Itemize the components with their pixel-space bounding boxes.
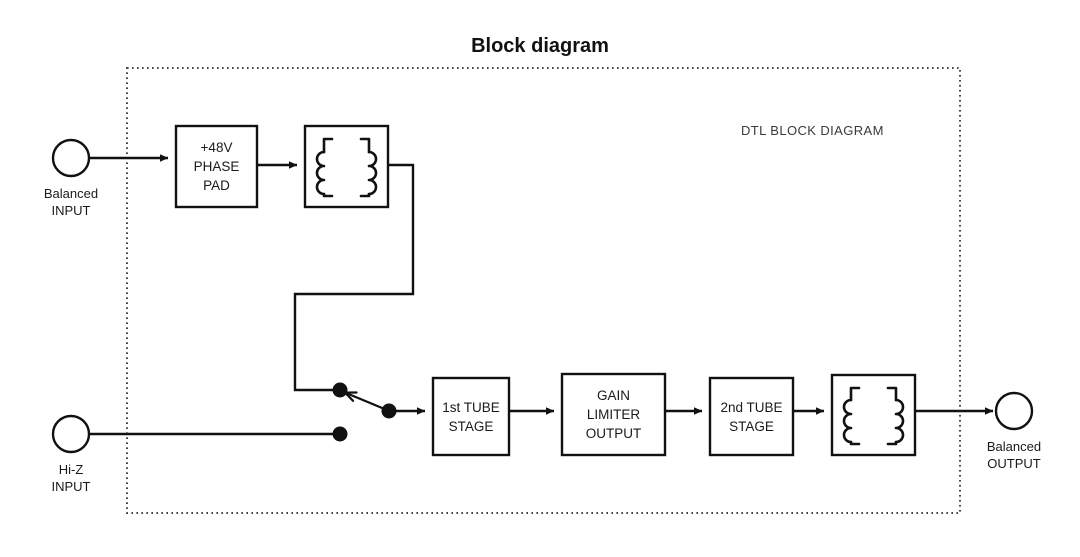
tube-stage-1-box[interactable] — [431, 376, 511, 457]
tube-stage-2-label-line1: 2nd TUBE — [720, 400, 782, 415]
input-transformer-primary-coil-icon — [315, 137, 334, 198]
hi-z-input-port[interactable]: Hi-Z INPUT — [51, 414, 91, 494]
balanced-input-label-line2: INPUT — [52, 203, 91, 218]
tube-stage-1-label-line2: STAGE — [449, 419, 494, 434]
switch-contact-balanced[interactable] — [332, 382, 348, 398]
block-phase-pad[interactable]: +48V PHASE PAD — [174, 124, 259, 209]
input-transformer-box[interactable] — [303, 124, 390, 209]
block-tube-stage-1[interactable]: 1st TUBE STAGE — [431, 376, 511, 457]
switch-blade[interactable] — [346, 393, 388, 412]
gain-limiter-label-line2: LIMITER — [587, 407, 641, 422]
phase-pad-box[interactable] — [174, 124, 259, 209]
hi-z-input-label-line1: Hi-Z — [59, 462, 84, 477]
balanced-output-connector-icon[interactable] — [994, 391, 1034, 431]
phase-pad-label-line3: PAD — [203, 178, 230, 193]
gain-limiter-label-line1: GAIN — [597, 388, 630, 403]
phase-pad-label-line1: +48V — [201, 140, 233, 155]
block-gain-limiter-output[interactable]: GAIN LIMITER OUTPUT — [560, 372, 667, 457]
phase-pad-label-line2: PHASE — [194, 159, 240, 174]
hi-z-input-connector-icon[interactable] — [51, 414, 91, 454]
input-transformer-secondary-coil-icon — [359, 137, 378, 198]
block-input-transformer[interactable] — [303, 124, 390, 209]
balanced-output-label-line2: OUTPUT — [987, 456, 1041, 471]
tube-stage-2-box[interactable] — [708, 376, 795, 457]
output-transformer-primary-coil-icon — [842, 386, 861, 446]
balanced-output-label-line1: Balanced — [987, 439, 1041, 454]
gain-limiter-box[interactable] — [560, 372, 667, 457]
balanced-output-port[interactable]: Balanced OUTPUT — [987, 391, 1041, 471]
page-title: Block diagram — [471, 35, 609, 57]
tube-stage-2-label-line2: STAGE — [729, 419, 774, 434]
tube-stage-1-label-line1: 1st TUBE — [442, 400, 500, 415]
output-transformer-secondary-coil-icon — [886, 386, 905, 446]
output-transformer-box[interactable] — [830, 373, 917, 457]
gain-limiter-label-line3: OUTPUT — [586, 426, 642, 441]
balanced-input-port[interactable]: Balanced INPUT — [44, 138, 98, 218]
switch-contact-hi-z[interactable] — [332, 426, 348, 442]
chassis-enclosure-boundary — [126, 67, 961, 514]
block-output-transformer[interactable] — [830, 373, 917, 457]
balanced-input-label-line1: Balanced — [44, 186, 98, 201]
hi-z-input-label-line2: INPUT — [52, 479, 91, 494]
enclosure-label: DTL BLOCK DIAGRAM — [741, 123, 884, 138]
input-select-switch[interactable] — [332, 382, 397, 442]
wire-input-transformer-to-switch — [293, 163, 415, 392]
block-tube-stage-2[interactable]: 2nd TUBE STAGE — [708, 376, 795, 457]
balanced-input-connector-icon[interactable] — [51, 138, 91, 178]
